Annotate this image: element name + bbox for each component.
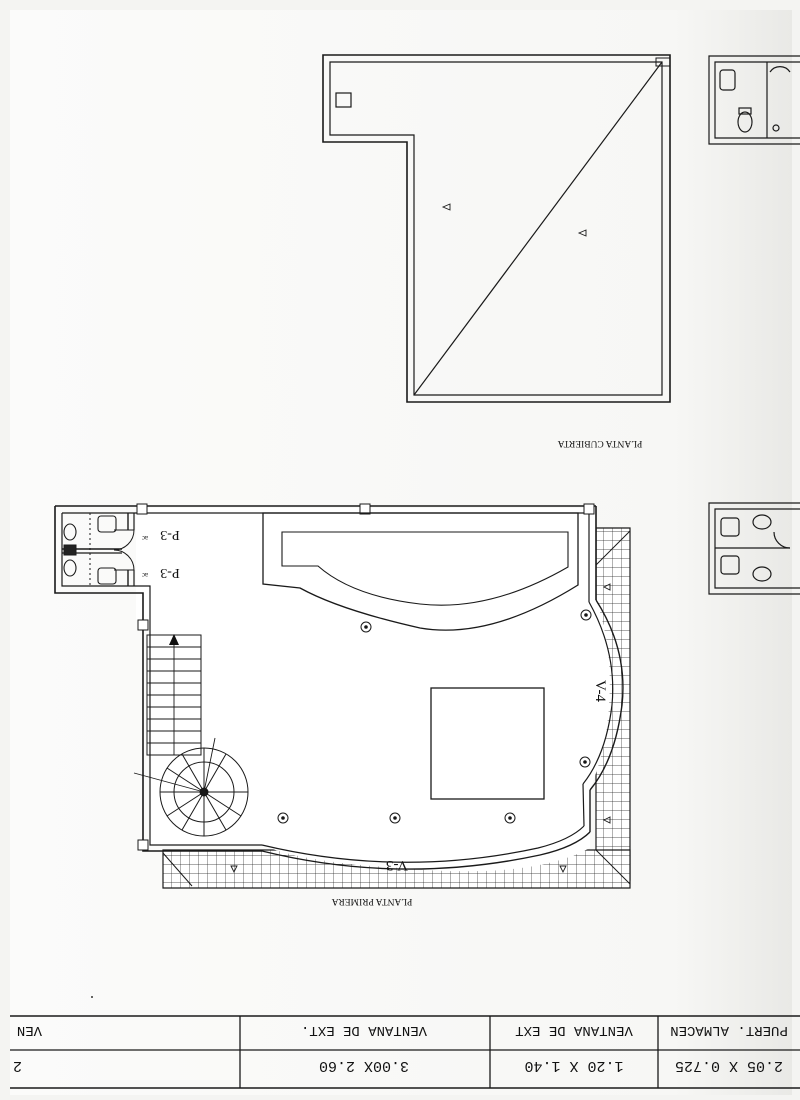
- roof-slope-arrow: [441, 203, 451, 211]
- adjacent-bathroom-middle: [708, 502, 800, 595]
- schedule-header-1: PUERT. ALMACEN: [670, 1022, 788, 1038]
- schedule-header-2: VENTANA DE EXT: [515, 1022, 633, 1038]
- roof-plan: [322, 54, 671, 403]
- straight-stair: [146, 634, 202, 756]
- door-label-upper: P-3: [160, 527, 179, 542]
- toilet: [63, 559, 77, 577]
- door-subscript-upper: ac: [142, 534, 148, 542]
- schedule-size-2: 1.20 X 1.40: [524, 1057, 623, 1074]
- bidet: [63, 544, 77, 556]
- toilet: [63, 523, 77, 541]
- door-subscript-lower: ac: [142, 571, 148, 579]
- stair-arrow: [169, 634, 179, 645]
- window-label-v3: V-3: [386, 857, 408, 873]
- schedule-size-4: 2: [13, 1057, 22, 1074]
- curved-wall-v4: [589, 599, 624, 791]
- roof-plan-title: PLANTA CUBIERTA: [557, 438, 642, 448]
- first-floor-plan-title: PLANTA PRIMERA: [331, 896, 412, 906]
- spiral-stair: [133, 737, 249, 837]
- central-void: [430, 687, 545, 800]
- roof-skylight: [335, 92, 352, 108]
- schedule-header-4: VEN: [17, 1022, 42, 1038]
- door-label-lower: P-3: [160, 565, 179, 580]
- opening-schedule: [10, 1015, 800, 1089]
- window-label-v4: V-4: [592, 680, 608, 702]
- schedule-size-3: 3.00X 2.60: [319, 1057, 409, 1074]
- curved-wall-v3: [261, 831, 591, 870]
- roof-outline-outer: [322, 54, 671, 403]
- washbasin: [97, 567, 117, 585]
- speck: [91, 996, 93, 998]
- adjacent-bathroom-top: [708, 55, 800, 145]
- roof-diagonal: [413, 61, 663, 396]
- schedule-size-1: 2.05 X 0.725: [675, 1057, 783, 1074]
- washbasin: [97, 515, 117, 533]
- schedule-header-3: VENTANA DE EXT.: [301, 1022, 427, 1038]
- roof-slope-arrow: [577, 229, 587, 237]
- counter: [262, 512, 579, 631]
- first-floor-plan: [54, 503, 631, 889]
